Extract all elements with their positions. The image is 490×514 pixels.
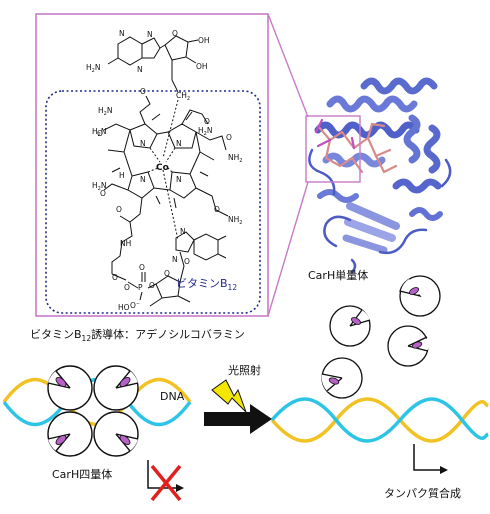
lightning-bolt-icon (211, 379, 247, 413)
svg-text:O: O (97, 129, 103, 138)
blocked-transcription (147, 460, 184, 502)
carh-protein-structure (305, 77, 452, 274)
svg-text:O: O (124, 283, 130, 292)
monomer-4 (321, 357, 363, 399)
svg-text:N: N (176, 175, 182, 184)
active-transcription (413, 444, 448, 474)
svg-text:N: N (172, 255, 178, 264)
vitamin-b12-label: ビタミンB12 (176, 277, 237, 292)
molecule-panel: N N N H2N O OH OH CH2 (35, 13, 309, 317)
monomer-3 (387, 325, 429, 367)
monomer-1 (399, 275, 441, 317)
molecule-caption: ビタミンB12誘導体：アデノシルコバラミン (30, 327, 245, 343)
carh-monomer-label: CarH単量体 (308, 268, 368, 282)
svg-text:O: O (139, 263, 145, 272)
svg-text:N: N (137, 65, 143, 74)
svg-text:N: N (180, 227, 186, 236)
amino-h2n: H (86, 63, 92, 72)
dna-label: DNA (160, 390, 185, 403)
svg-text:NH2: NH2 (228, 153, 242, 164)
atom-o-ribose: O (172, 29, 178, 38)
process-arrow (204, 404, 272, 434)
svg-text:N: N (140, 139, 146, 148)
zoom-connector-bottom (267, 181, 309, 317)
svg-text:O: O (100, 189, 106, 198)
svg-text:H2N: H2N (92, 181, 106, 192)
tetramer-unit-2 (93, 365, 139, 411)
svg-text:H2N: H2N (98, 106, 112, 117)
carh-tetramer (47, 365, 139, 457)
svg-text:N: N (140, 175, 146, 184)
adenosine-structure (107, 35, 199, 93)
svg-text:HO: HO (118, 303, 130, 312)
cobalt-label: Co (156, 163, 169, 173)
carh-monomers (321, 275, 441, 399)
corrin-structure (103, 95, 229, 307)
svg-text:O: O (214, 205, 220, 214)
atom-oh-1: OH (198, 36, 210, 45)
red-cross-line-2 (150, 464, 182, 502)
tetramer-unit-1 (47, 365, 93, 411)
carh-tetramer-label: CarH四量体 (52, 467, 112, 481)
light-irradiation-label: 光照射 (228, 363, 261, 377)
svg-text:N: N (176, 139, 182, 148)
svg-text:O: O (184, 257, 190, 266)
svg-text:O: O (204, 117, 210, 126)
svg-text:N: N (147, 30, 153, 39)
dna-right (270, 397, 490, 443)
tetramer-unit-4 (93, 411, 139, 457)
molecule-frame (35, 13, 269, 317)
svg-text:H2N: H2N (86, 63, 100, 74)
svg-text:H2N: H2N (92, 127, 106, 138)
atom-phosphorus: P (138, 283, 143, 292)
svg-text:O: O (140, 87, 146, 96)
svg-text:NH2: NH2 (228, 215, 242, 226)
svg-text:O: O (112, 273, 118, 282)
atom-ch2: CH2 (176, 91, 190, 102)
tetramer-unit-3 (47, 411, 93, 457)
svg-text:O−: O− (130, 301, 140, 310)
vitamin-b12-box (45, 90, 261, 314)
svg-text:O: O (164, 269, 170, 278)
zoom-connector-top (267, 13, 309, 118)
svg-text:O: O (226, 133, 232, 142)
atom-oh-2: OH (196, 62, 208, 71)
protein-synthesis-label: タンパク質合成 (384, 486, 461, 500)
svg-text:O: O (149, 281, 155, 290)
atom-h: H (119, 171, 125, 180)
atom-nh: NH (120, 239, 131, 248)
monomer-2 (329, 305, 371, 347)
svg-text:O: O (116, 205, 122, 214)
svg-text:H2N: H2N (198, 126, 212, 137)
svg-text:N: N (119, 29, 125, 38)
